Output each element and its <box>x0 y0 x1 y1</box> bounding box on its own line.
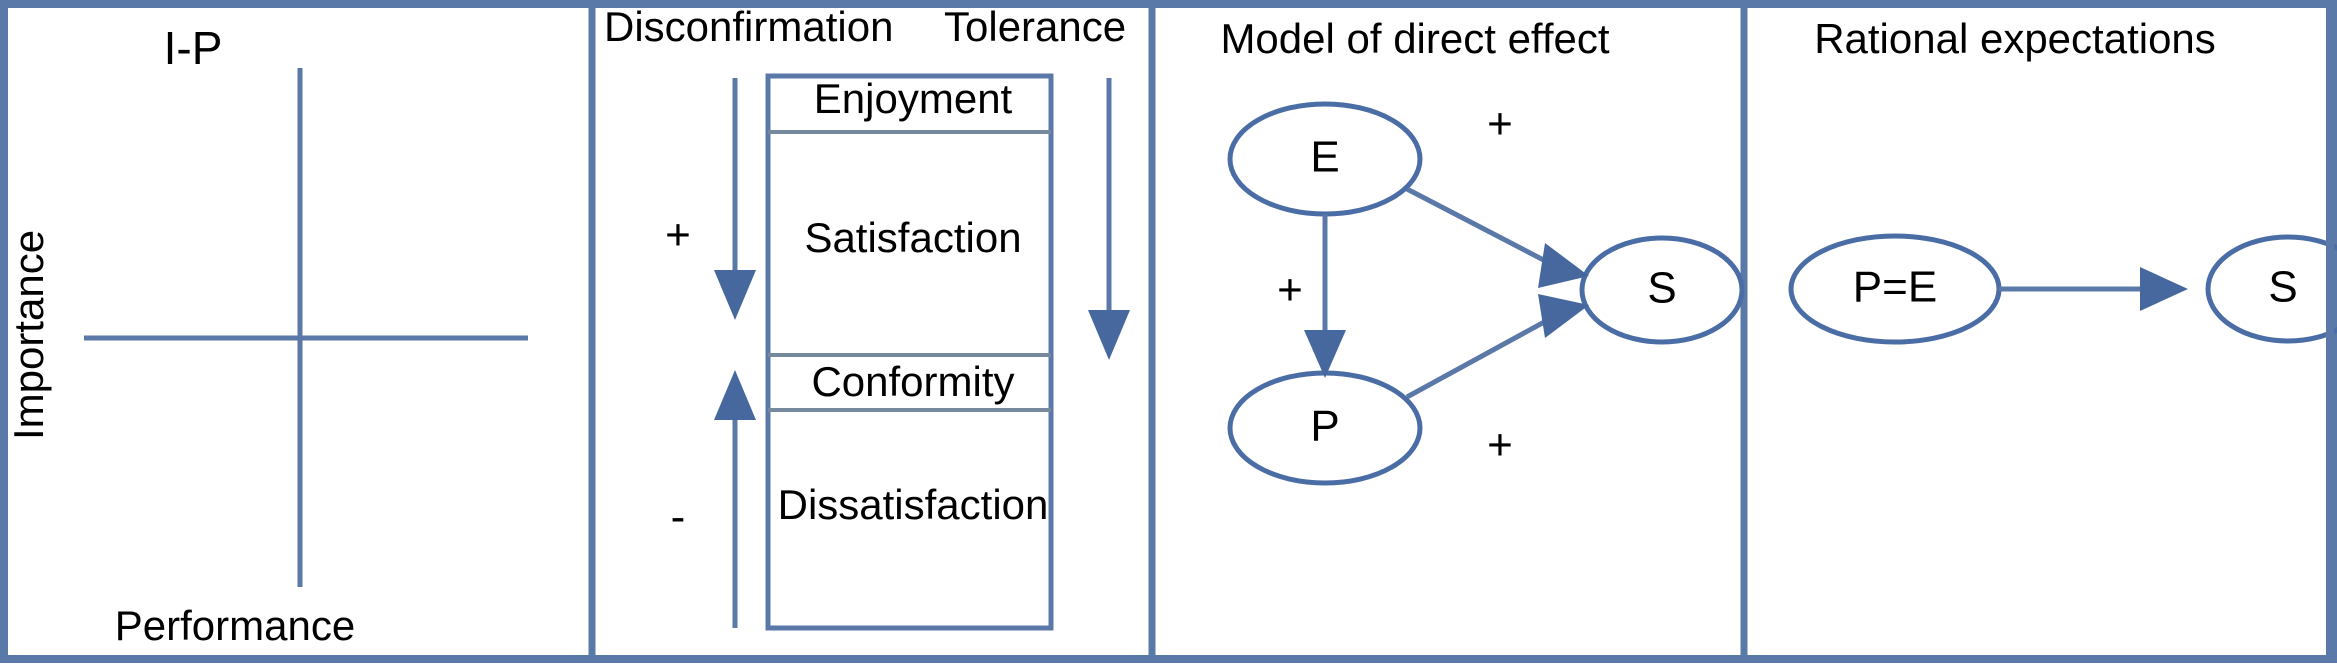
disconfirmation-down-arrow-head <box>714 270 756 320</box>
edge-P-S-sign: + <box>1487 421 1513 470</box>
zone-label-conformity: Conformity <box>811 358 1014 405</box>
edge-PE-S-arrow-head <box>2140 267 2188 311</box>
node-label-P: P <box>1310 402 1339 451</box>
zone-label-enjoyment: Enjoyment <box>814 75 1013 122</box>
disconfirmation-plus-sign: + <box>665 211 691 260</box>
edge-E-S-shaft <box>1405 186 1559 270</box>
edge-P-S-shaft <box>1405 312 1559 400</box>
node-label-S: S <box>1647 264 1676 313</box>
zones-box <box>765 73 1054 631</box>
edge-E-S-arrow-head <box>1538 243 1589 288</box>
edge-E-P-arrow-head <box>1304 330 1346 378</box>
edge-E-P-sign: + <box>1277 266 1303 315</box>
tolerance-header: Tolerance <box>944 3 1126 50</box>
zone-label-satisfaction: Satisfaction <box>804 214 1021 261</box>
node-label-S-rational: S <box>2268 263 2297 312</box>
disconfirmation-minus-sign: - <box>671 493 686 542</box>
panel-model-of-direct-effect: Model of direct effect E P S + + + <box>1220 15 1745 486</box>
node-ellipse-S-rational <box>2205 234 2337 344</box>
panel-disconfirmation-tolerance: Disconfirmation Tolerance Enjoyment Sati… <box>604 3 1130 631</box>
panel4-title: Rational expectations <box>1814 15 2216 62</box>
zone-label-dissatisfaction: Dissatisfaction <box>778 481 1049 528</box>
node-ellipse-S <box>1579 235 1745 345</box>
panel-importance-performance: I-P Importance Performance <box>5 22 528 649</box>
tolerance-arrow-head <box>1088 310 1130 360</box>
ip-y-axis-label: Importance <box>5 230 52 440</box>
disconfirmation-header: Disconfirmation <box>604 3 893 50</box>
disconfirmation-up-arrow-head <box>714 370 756 420</box>
edge-E-S-sign: + <box>1487 100 1513 149</box>
panel1-title: I-P <box>164 22 223 74</box>
node-label-PE: P=E <box>1853 263 1937 312</box>
ip-x-axis-label: Performance <box>115 602 355 649</box>
panel-rational-expectations: Rational expectations P=E S <box>1788 15 2337 345</box>
edge-P-S-arrow-head <box>1538 294 1589 338</box>
panel3-title: Model of direct effect <box>1220 15 1609 62</box>
node-label-E: E <box>1310 133 1339 182</box>
